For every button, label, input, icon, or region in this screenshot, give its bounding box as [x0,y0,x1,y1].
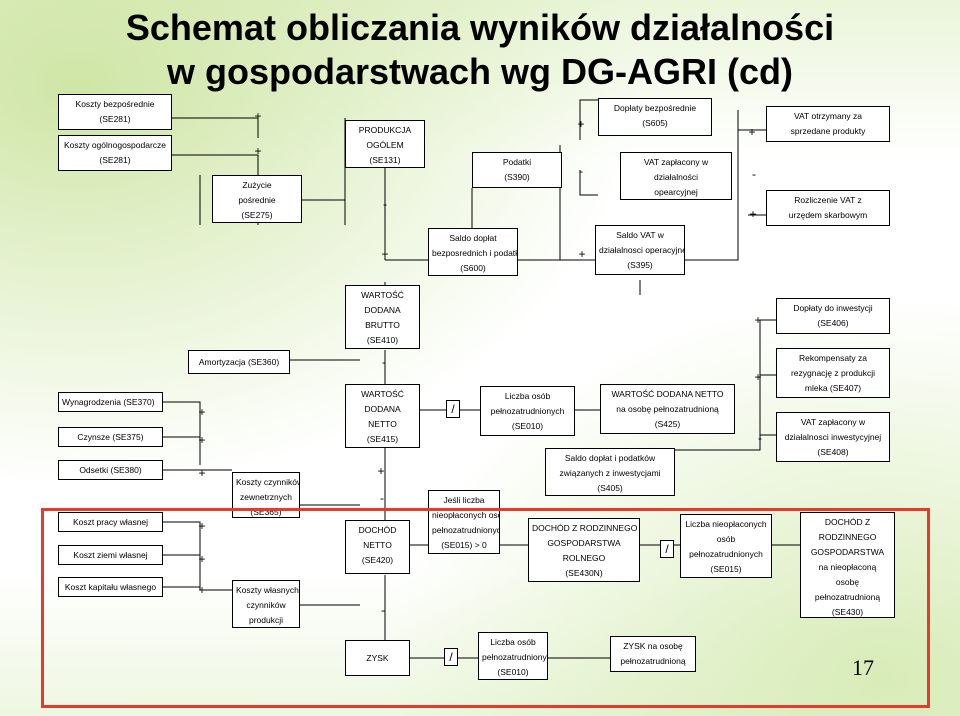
box-own-labour: Koszt pracy własnej [58,512,163,532]
page-number: 17 [852,655,874,680]
operator-minus: - [758,431,762,445]
operator-plus: + [754,313,762,327]
title-line-1: Schemat obliczania wyników działalności [125,7,835,48]
operator-plus: + [381,247,389,261]
operator-minus: - [382,355,386,369]
title-line-2: w gospodarstwach wg DG-AGRI (cd) [166,51,794,92]
operator-divide: / [446,400,460,418]
box-s605: Dopłaty bezpośrednie (S605) [598,98,712,136]
box-s395: Saldo VAT w działalnosci operacyjnej (S3… [595,225,685,275]
box-se010-b: Liczba osób pełnozatrudnionych (SE010) [478,632,548,680]
box-se131: PRODUKCJA OGÓLEM (SE131) [345,120,425,168]
box-condition-se015: Jeśli liczba nieopłaconych osób pełnozat… [428,490,500,554]
box-se430: DOCHÓD Z RODZINNEGO GOSPODARSTWA na nieo… [800,512,895,618]
operator-plus: + [198,433,206,447]
operator-minus: - [579,164,583,178]
operator-plus: + [198,405,206,419]
box-vat-received: VAT otrzymany za sprzedane produkty [766,106,890,142]
operator-plus: + [577,117,585,131]
operator-minus: - [383,197,387,211]
operator-plus: + [254,144,262,158]
operator-plus: + [754,370,762,384]
box-se370: Wynagrodzenia (SE370) [58,392,163,412]
operator-plus: + [377,464,385,478]
box-vat-paid-operational: VAT zapłacony w działalności opearcyjnej [620,152,732,200]
box-s600: Saldo dopłat bezposrednich i podatków (S… [428,228,518,276]
box-se275: Zużycie pośrednie (SE275) [212,175,302,223]
box-s390: Podatki (S390) [472,152,562,188]
box-s425: WARTOŚĆ DODANA NETTO na osobę pełnozatru… [600,384,735,434]
operator-plus: + [198,552,206,566]
operator-plus: + [254,109,262,123]
box-se365: Koszty czynników zewnetrznych (SE365) [232,472,300,518]
box-se430n: DOCHÓD Z RODZINNEGO GOSPODARSTWA ROLNEGO… [528,518,640,582]
operator-divide: / [444,648,458,666]
box-se281-overhead: Koszty ogólnogospodarcze (SE281) [58,135,172,171]
box-se410: WARTOŚĆ DODANA BRUTTO (SE410) [345,285,420,349]
box-se420: DOCHÓD NETTO (SE420) [345,520,410,574]
box-se360: Amortyzacja (SE360) [188,350,290,374]
operator-plus: + [198,466,206,480]
operator-minus: - [381,603,385,617]
page-title: Schemat obliczania wyników działalności … [90,6,870,94]
operator-plus: + [749,207,757,221]
box-vat-settlement: Rozliczenie VAT z urzędem skarbowym [766,190,890,226]
box-se406: Dopłaty do inwestycji (SE406) [776,298,890,334]
box-zysk-per-person: ZYSK na osobę pełnozatrudnioną [610,636,696,672]
box-own-land: Koszt ziemi własnej [58,545,163,565]
operator-plus: + [748,125,756,139]
box-se015: Liczba nieopłaconych osób pełnozatrudnio… [680,514,772,578]
box-own-factors: Koszty własnych czynników produkcji [232,580,300,628]
operator-minus: - [752,167,756,181]
operator-plus: + [578,247,586,261]
box-se380: Odsetki (SE380) [58,460,163,480]
operator-plus: + [198,519,206,533]
operator-plus: + [198,583,206,597]
box-se375: Czynsze (SE375) [58,427,163,447]
box-own-capital: Koszt kapitału własnego [58,577,163,597]
box-se415: WARTOŚĆ DODANA NETTO (SE415) [345,384,420,448]
box-se408: VAT zapłacony w działalnosci inwestycyjn… [776,412,890,462]
box-s405: Saldo dopłat i podatków związanych z inw… [545,448,675,496]
box-se281-direct: Koszty bezpośrednie (SE281) [58,94,172,130]
operator-divide: / [660,540,674,558]
operator-minus: - [380,491,384,505]
box-se010-a: Liczba osób pełnozatrudnionych (SE010) [480,386,575,436]
box-zysk: ZYSK [345,640,410,676]
box-se407: Rekompensaty za rezygnację z produkcji m… [776,348,890,398]
